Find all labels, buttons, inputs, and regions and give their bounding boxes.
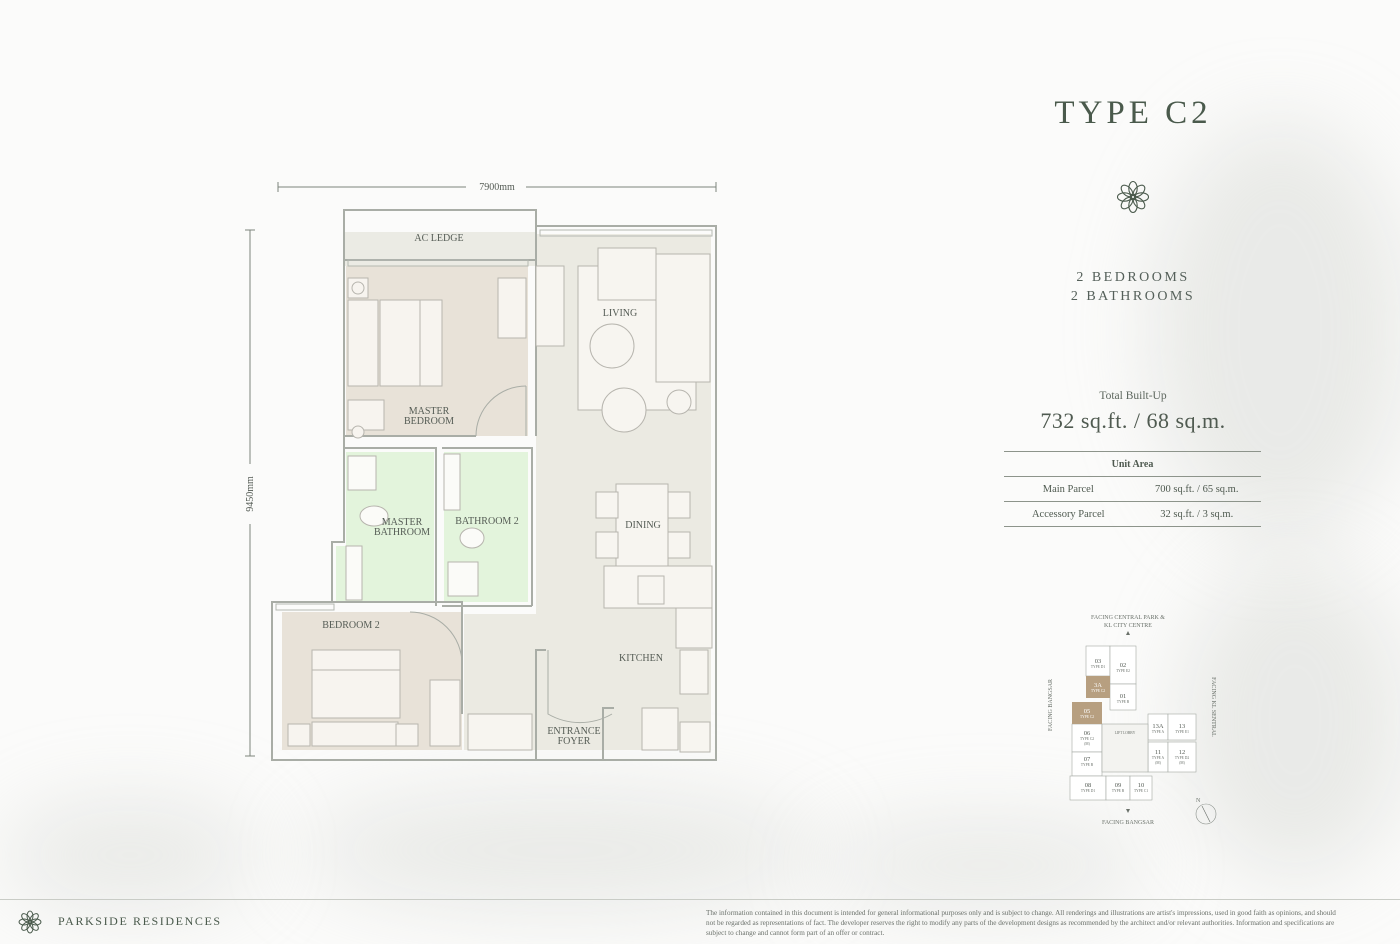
unit-03-type: TYPE D1 [1091,665,1105,669]
unit-3a-label: 3A [1094,682,1102,689]
unit-08-label: 08 [1085,782,1092,789]
ac-ledge-label: AC LEDGE [414,233,463,244]
unit-07-type: TYPE B [1081,763,1094,767]
background-shadow [1180,560,1400,880]
facing-top-label-2: KL CITY CENTRE [1104,623,1152,629]
unit-06-type: TYPE C2 [1080,737,1094,741]
north-label: N [1196,798,1201,804]
disclaimer-text: The information contained in this docume… [706,909,1336,937]
background-shadow [820,820,1150,910]
dining-label: DINING [625,520,661,531]
width-dimension-label: 7900mm [479,182,515,193]
width-dimension [277,182,717,192]
key-plan-unit-3a [1086,676,1110,698]
unit-type-title: TYPE C2 [1054,95,1212,131]
master-bathroom-label: MASTER [382,517,423,528]
table-row: Accessory Parcel 32 sq.ft. / 3 sq.m. [1004,501,1261,527]
unit-09-label: 09 [1115,782,1122,789]
unit-05-type: TYPE C2 [1080,715,1094,719]
unit-area-header-row: Unit Area [1004,451,1261,477]
unit-area-table: Unit Area Main Parcel 700 sq.ft. / 65 sq… [1004,451,1261,527]
brand-flower-icon [1116,180,1150,214]
arrow-down-icon [1126,809,1130,813]
unit-12-type: TYPE D2 [1175,756,1189,760]
north-arrow-icon: N [1195,798,1217,825]
unit-09-type: TYPE B [1112,789,1125,793]
unit-08-type: TYPE D1 [1081,789,1095,793]
key-plan-unit-05 [1072,702,1102,724]
parcel-value: 32 sq.ft. / 3 sq.m. [1132,501,1261,527]
built-up-label: Total Built-Up [1099,390,1167,402]
unit-06-mirror: (M) [1084,742,1090,746]
unit-11-mirror: (M) [1155,761,1161,765]
unit-10-type: TYPE C1 [1134,789,1148,793]
living-label: LIVING [603,308,637,319]
bathroom-2-label: BATHROOM 2 [455,516,519,527]
facing-right-label: FACING KL SENTRAL [1210,677,1216,737]
unit-12-mirror: (M) [1179,761,1185,765]
height-dimension-label: 9450mm [245,476,256,512]
bedroom-2-label: BEDROOM 2 [322,620,380,631]
unit-03-label: 03 [1095,658,1102,665]
background-shadow [0,800,260,910]
master-bathroom-label: BATHROOM [374,527,430,538]
key-plan: FACING CENTRAL PARK & KL CITY CENTRE FAC… [1048,615,1217,826]
brand-name: PARKSIDE RESIDENCES [58,914,222,928]
master-bedroom-label: MASTER [409,406,450,417]
lift-lobby-label: LIFT LOBBY [1115,731,1136,735]
unit-02-label: 02 [1120,662,1127,669]
room-count: 2 BEDROOMS 2 BATHROOMS [1004,268,1262,306]
floor-plan: 7900mm 9450mm [245,182,717,761]
unit-01-label: 01 [1120,693,1127,700]
unit-01-type: TYPE B [1117,700,1130,704]
facing-bottom-label: FACING BANGSAR [1102,820,1154,826]
bathroom-count: 2 BATHROOMS [1070,289,1196,304]
unit-3a-type: TYPE C2 [1091,689,1105,693]
height-dimension [245,229,255,757]
unit-13-label: 13 [1179,723,1186,730]
unit-area-header: Unit Area [1004,451,1261,477]
facing-left-label: FACING BANGSAR [1048,679,1054,731]
unit-13-type: TYPE E1 [1175,730,1189,734]
unit-13a-label: 13A [1152,723,1164,730]
unit-13a-type: TYPE A [1152,730,1165,734]
background-shadow [300,790,820,910]
brand-logo-icon [18,910,42,934]
entrance-label: ENTRANCE [547,726,600,737]
unit-11-label: 11 [1155,749,1161,756]
parcel-value: 700 sq.ft. / 65 sq.m. [1132,476,1261,502]
arrow-up-icon [1126,631,1130,635]
unit-11-type: TYPE A [1152,756,1165,760]
entrance-label: FOYER [558,736,591,747]
unit-06-label: 06 [1084,730,1091,737]
facing-top-label-1: FACING CENTRAL PARK & [1091,615,1165,621]
parcel-name: Main Parcel [1004,476,1133,502]
unit-10-label: 10 [1138,782,1145,789]
master-bedroom-label: BEDROOM [404,416,454,427]
table-row: Main Parcel 700 sq.ft. / 65 sq.m. [1004,476,1261,502]
built-up-value: 732 sq.ft. / 68 sq.m. [1040,408,1226,433]
kitchen-label: KITCHEN [619,653,663,664]
parcel-name: Accessory Parcel [1004,501,1133,527]
unit-05-label: 05 [1084,708,1091,715]
unit-07-label: 07 [1084,756,1091,763]
bedroom-count: 2 BEDROOMS [1076,270,1190,285]
unit-02-type: TYPE E2 [1116,669,1130,673]
footer-divider [0,899,1400,900]
unit-12-label: 12 [1179,749,1186,756]
